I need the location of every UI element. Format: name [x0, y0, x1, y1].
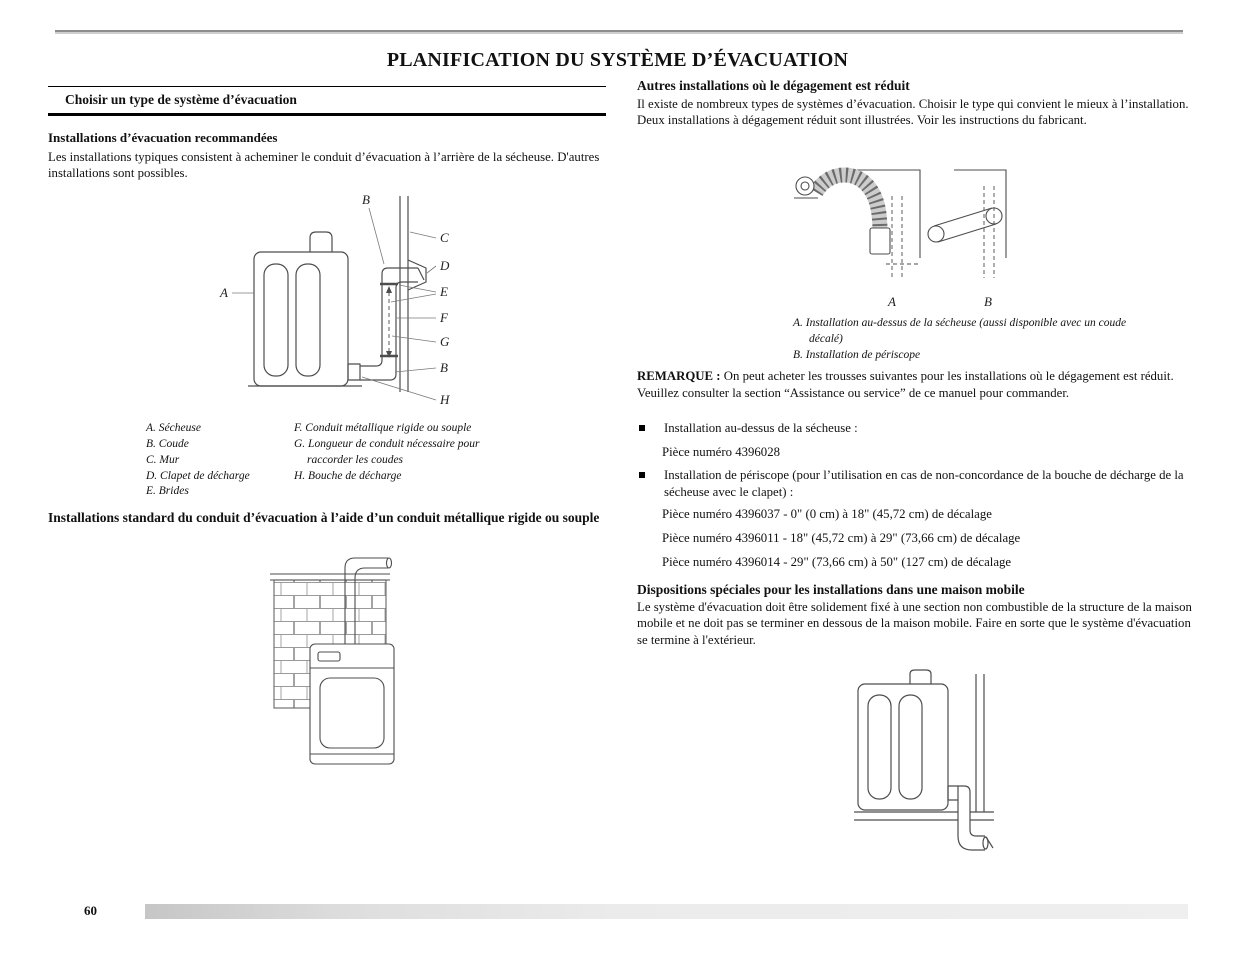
vent-cap: [407, 259, 427, 291]
dryer-control: [317, 651, 341, 662]
heading-mobile-home: Dispositions spéciales pour les installa…: [637, 582, 1025, 597]
periscope-duct: [933, 207, 997, 243]
page-number: 60: [84, 903, 97, 918]
dryer-door: [319, 677, 385, 749]
legend-column-1: A. Sécheuse B. Coude C. Mur D. Clapet de…: [146, 421, 294, 500]
page-title: PLANIFICATION DU SYSTÈME D’ÉVACUATION: [386, 49, 849, 71]
figure-labels: A B: [887, 294, 992, 309]
callout-d: D: [439, 258, 450, 273]
vent-flap: [985, 836, 994, 849]
wall: [975, 674, 985, 812]
duct: [958, 785, 985, 837]
diagram-legend: A. Sécheuse B. Coude C. Mur D. Clapet de…: [146, 421, 526, 500]
part-number: Pièce numéro 4396028: [662, 445, 780, 459]
wall: [399, 196, 409, 392]
paragraph-mobile-home: Le système d'évacuation doit être solide…: [637, 600, 1192, 647]
dryer: [253, 251, 349, 387]
figure-label-b: B: [984, 294, 992, 309]
callout-e: E: [439, 284, 448, 299]
note-label: REMARQUE :: [637, 369, 721, 383]
figure-caption: A. Installation au-dessus de la sécheuse…: [793, 316, 1138, 364]
diagram-callouts: A B C D E F G B H: [219, 192, 450, 407]
floor: [854, 811, 994, 821]
legend-item: C. Mur: [146, 453, 180, 466]
length-annotation: [386, 286, 392, 358]
top-rule: [55, 30, 1183, 34]
cabinet-corner-b: [954, 169, 1007, 258]
callout-c: C: [440, 230, 449, 245]
vent-components-diagram: A B C D E F G B H: [219, 192, 450, 407]
part-number: Pièce numéro 4396037 - 0" (0 cm) à 18" (…: [662, 507, 992, 521]
diagram-line-art: [854, 669, 994, 851]
exhaust-outlet: [947, 785, 959, 801]
standard-duct-diagram: [270, 557, 395, 765]
legend-item: H. Bouche de décharge: [294, 469, 402, 482]
callout-b-bottom: B: [440, 360, 448, 375]
dryer-console: [309, 231, 333, 252]
figure-label-a: A: [887, 294, 896, 309]
diagram-line-art: [270, 557, 395, 765]
paragraph-recommended: Les installations typiques consistent à …: [48, 150, 600, 181]
bullet-icon: [639, 472, 645, 478]
dryer-console: [909, 669, 932, 684]
callout-a: A: [219, 285, 228, 300]
part-number: Pièce numéro 4396011 - 18" (45,72 cm) à …: [662, 531, 1021, 545]
legend-item: F. Conduit métallique rigide ou souple: [294, 422, 472, 434]
legend-item: G. Longueur de conduit nécessaire pour r…: [294, 437, 480, 466]
note-text: On peut acheter les trousses suivantes p…: [637, 369, 1174, 400]
leader-lines: [232, 207, 437, 401]
section-header: Choisir un type de système d’évacuation: [48, 86, 606, 116]
heading-recommended-installations: Installations d’évacuation recommandées: [48, 130, 278, 145]
callout-f: F: [439, 310, 449, 325]
hidden-duct-a: [886, 196, 920, 278]
paragraph-reduced-clearance: Il existe de nombreux types de systèmes …: [637, 97, 1189, 128]
diagram-line-art: [794, 167, 1007, 278]
dryer: [309, 643, 395, 765]
legend-item: D. Clapet de décharge: [146, 469, 250, 482]
bullet-icon: [639, 425, 645, 431]
callout-g: G: [440, 334, 450, 349]
duct-connector-box: [869, 227, 891, 255]
caption-item: B. Installation de périscope: [793, 348, 921, 361]
exhaust-pipe: [344, 557, 388, 652]
heading-standard-duct: Installations standard du conduit d’évac…: [48, 510, 600, 525]
bullet-text: Installation au-dessus de la sécheuse :: [664, 421, 858, 435]
legend-item: B. Coude: [146, 437, 189, 450]
diagram-line-art: [248, 196, 427, 392]
flexible-duct: [809, 167, 888, 233]
bullet-item: Installation au-dessus de la sécheuse :: [637, 420, 1193, 437]
duct: [360, 267, 418, 367]
callout-b-top: B: [362, 192, 370, 207]
legend-column-2: F. Conduit métallique rigide ou souple G…: [294, 421, 526, 500]
note-paragraph: REMARQUE : On peut acheter les trousses …: [637, 368, 1193, 401]
part-number: Pièce numéro 4396014 - 29" (73,66 cm) à …: [662, 555, 1012, 569]
dryer: [857, 683, 949, 811]
mobile-home-diagram: [854, 669, 994, 851]
heading-reduced-clearance: Autres installations où le dégagement es…: [637, 78, 910, 93]
callout-h: H: [439, 392, 450, 407]
legend-item: A. Sécheuse: [146, 422, 201, 434]
wall-top-edge: [270, 573, 390, 581]
footer-bar: [145, 904, 1188, 919]
bullet-text: Installation de périscope (pour l’utilis…: [664, 468, 1184, 499]
reduced-clearance-diagram: A B: [794, 167, 1007, 309]
caption-item: A. Installation au-dessus de la sécheuse…: [793, 317, 1127, 345]
hidden-duct-b: [983, 186, 995, 278]
bullet-item: Installation de périscope (pour l’utilis…: [637, 467, 1193, 500]
cabinet-corner-a: [854, 169, 921, 258]
exhaust-outlet: [347, 363, 361, 381]
legend-item: E. Brides: [146, 485, 189, 498]
